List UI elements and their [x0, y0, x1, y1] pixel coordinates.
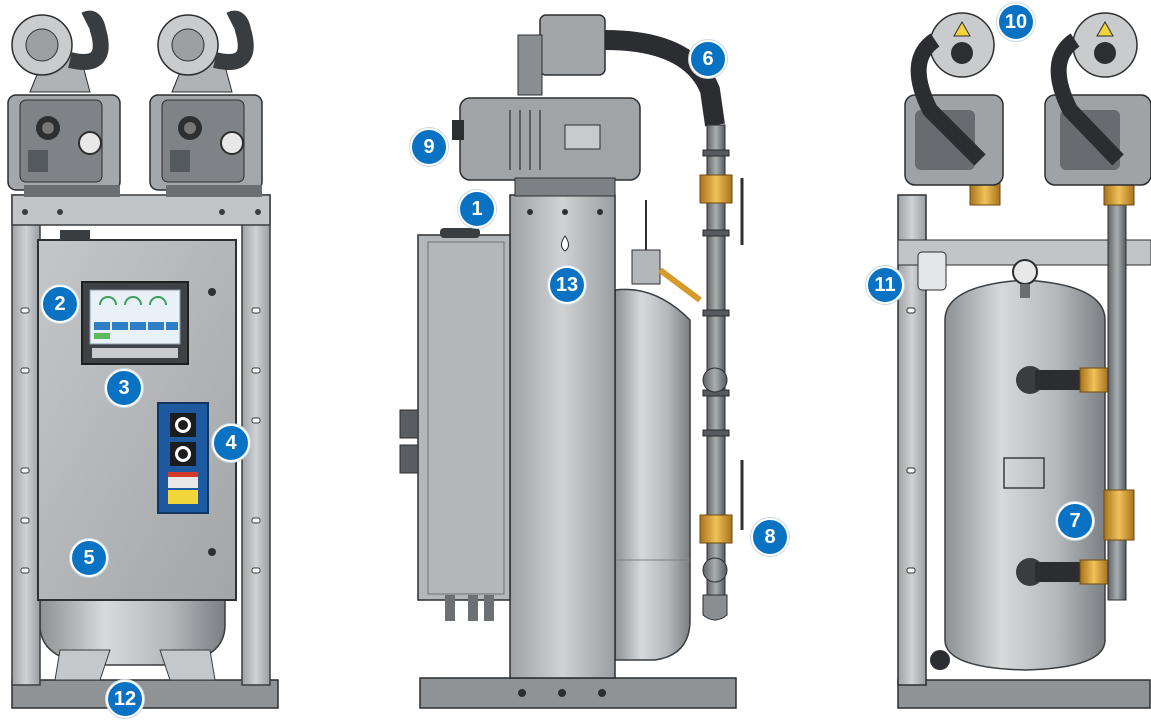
- exhaust-hose: [604, 30, 725, 127]
- callout-11: 11: [866, 266, 904, 304]
- rear-tank: [944, 279, 1106, 671]
- callout-1: 1: [458, 190, 496, 228]
- rear-view: [897, 12, 1151, 709]
- pump-rear-right: [1044, 12, 1151, 186]
- pump-front-right: [149, 10, 263, 197]
- callout-2: 2: [41, 285, 79, 323]
- callout-10: 10: [997, 3, 1035, 41]
- callout-12: 12: [106, 680, 144, 718]
- callout-8: 8: [751, 518, 789, 556]
- callout-5: 5: [70, 539, 108, 577]
- side-base: [419, 677, 737, 709]
- side-view: [399, 14, 744, 709]
- side-cabinet: [417, 234, 511, 601]
- side-tank: [614, 288, 691, 661]
- frame-post-left: [11, 194, 41, 686]
- tank-leg-left: [54, 649, 111, 681]
- callout-4: 4: [212, 424, 250, 462]
- tank-leg-right: [159, 649, 216, 681]
- callout-9: 9: [410, 128, 448, 166]
- callout-7: 7: [1056, 502, 1094, 540]
- side-motor: [459, 97, 641, 181]
- top-beam: [11, 194, 271, 226]
- pump-rear-left: [904, 12, 1004, 186]
- front-view: [7, 10, 279, 709]
- base-skid: [11, 679, 279, 709]
- rear-base: [897, 679, 1151, 709]
- pump-front-left: [7, 10, 121, 197]
- callout-13: 13: [548, 266, 586, 304]
- callout-3: 3: [105, 369, 143, 407]
- callout-6: 6: [689, 40, 727, 78]
